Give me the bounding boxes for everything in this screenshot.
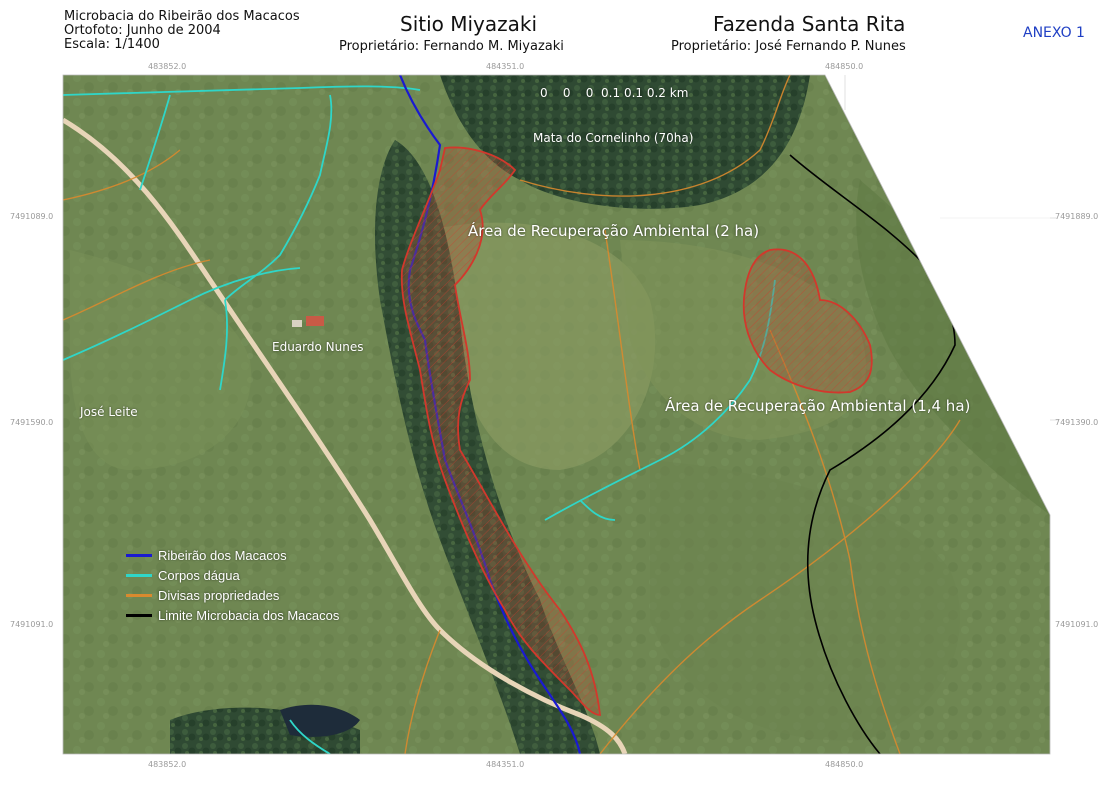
coord-right-3: 7491091.0: [1055, 620, 1099, 629]
property-1-owner: Proprietário: Fernando M. Miyazaki: [339, 39, 564, 54]
legend-label-water: Corpos dágua: [158, 568, 240, 583]
legend-item-stream: Ribeirão dos Macacos: [126, 548, 287, 563]
map-legend: Ribeirão dos Macacos Corpos dágua Divisa…: [126, 548, 406, 628]
label-mata-cornelinho: Mata do Cornelinho (70ha): [533, 131, 694, 145]
label-jose-leite: José Leite: [80, 405, 138, 419]
scale-bar: 0 0 0 0.1 0.1 0.2 km: [540, 86, 689, 100]
map-info-scale: Escala: 1/1400: [64, 37, 160, 52]
pond: [280, 704, 360, 737]
coord-bottom-1: 483852.0: [148, 760, 187, 769]
coord-right-1: 7491889.0: [1055, 212, 1099, 221]
legend-swatch-boundaries: [126, 594, 152, 597]
coord-left-2: 7491590.0: [10, 418, 54, 427]
map-info-orthophoto: Ortofoto: Junho de 2004: [64, 23, 221, 38]
property-1-name: Sitio Miyazaki: [400, 12, 538, 36]
coordinate-grid: [844, 75, 1058, 421]
label-recovery-area-1-4ha: Área de Recuperação Ambiental (1,4 ha): [665, 397, 971, 415]
forest-cornelinho: [440, 75, 810, 209]
field-dark-1: [650, 460, 960, 741]
coord-bottom-2: 484351.0: [486, 760, 525, 769]
coord-top-3: 484850.0: [825, 62, 864, 71]
watershed-limit: [789, 154, 956, 754]
recovery-area-2ha: [400, 146, 602, 716]
farm-building-roof: [306, 316, 324, 326]
annex-label: ANEXO 1: [1023, 25, 1085, 41]
legend-label-watershed: Limite Microbacia dos Macacos: [158, 608, 340, 623]
coord-top-2: 484351.0: [486, 62, 525, 71]
farm-building-shed: [292, 320, 302, 327]
legend-swatch-water: [126, 574, 152, 577]
crosshair-icon: [958, 134, 986, 162]
legend-swatch-stream: [126, 554, 152, 557]
road: [63, 117, 628, 754]
coord-top-1: 483852.0: [148, 62, 187, 71]
coord-right-2: 7491390.0: [1055, 418, 1099, 427]
legend-item-boundaries: Divisas propriedades: [126, 588, 279, 603]
legend-label-stream: Ribeirão dos Macacos: [158, 548, 287, 563]
property-boundaries: [63, 75, 961, 754]
boundary-south: [404, 629, 441, 754]
coord-left-1: 7491089.0: [10, 212, 54, 221]
label-eduardo-nunes: Eduardo Nunes: [272, 340, 364, 354]
field-light-1: [430, 222, 656, 470]
legend-swatch-watershed: [126, 614, 152, 617]
recovery-area-1-4ha: [742, 248, 873, 394]
legend-item-watershed: Limite Microbacia dos Macacos: [126, 608, 339, 623]
map-frame: [62, 74, 1051, 755]
label-recovery-area-2ha: Área de Recuperação Ambiental (2 ha): [468, 222, 760, 240]
property-2-owner: Proprietário: José Fernando P. Nunes: [671, 39, 906, 54]
legend-label-boundaries: Divisas propriedades: [158, 588, 280, 603]
property-2-name: Fazenda Santa Rita: [713, 12, 906, 36]
water-bodies: [63, 85, 776, 754]
coord-bottom-3: 484850.0: [825, 760, 864, 769]
map-info-title: Microbacia do Ribeirão dos Macacos: [64, 9, 300, 24]
map-info: Microbacia do Ribeirão dos Macacos Ortof…: [64, 10, 300, 52]
legend-item-water: Corpos dágua: [126, 568, 240, 583]
field-west: [70, 250, 252, 470]
coord-left-3: 7491091.0: [10, 620, 54, 629]
